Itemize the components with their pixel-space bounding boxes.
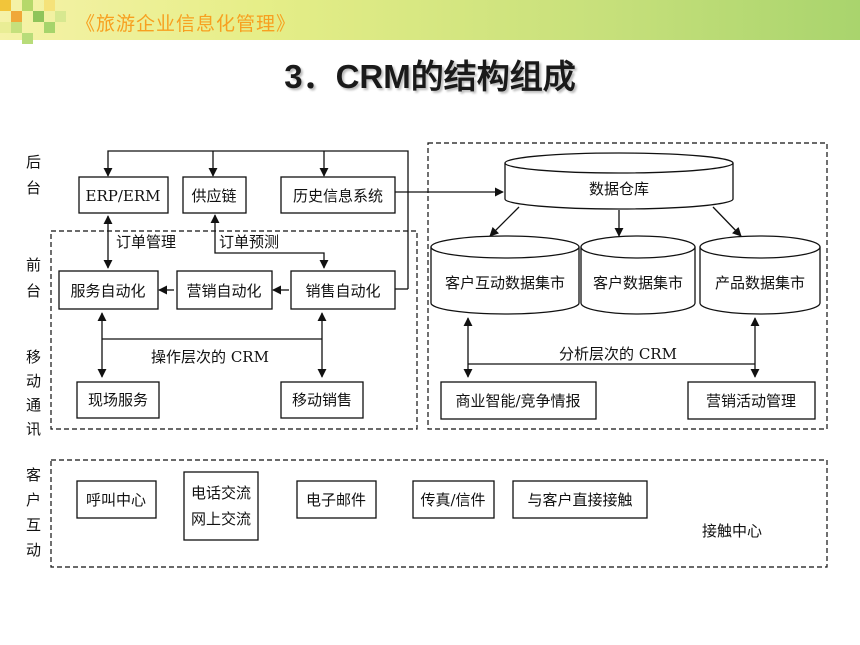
mobile-sales-label: 移动销售 [292, 391, 352, 409]
analytical-region [427, 142, 828, 430]
fax-label: 传真/信件 [420, 491, 485, 509]
decor-square [22, 33, 33, 44]
email-label: 电子邮件 [306, 491, 366, 509]
campaign-box [687, 381, 816, 420]
bi-label: 商业智能/竞争情报 [455, 392, 580, 410]
side-label-backend: 台 [26, 179, 41, 197]
decor-square [44, 22, 55, 33]
fax-box [412, 480, 495, 519]
order-mgmt-label: 订单管理 [116, 233, 176, 251]
contact-region [50, 459, 828, 568]
side-label-mobile: 讯 [26, 420, 41, 438]
campaign-label: 营销活动管理 [706, 392, 796, 410]
supply-chain-label: 供应链 [191, 187, 236, 205]
decor-square [33, 11, 44, 22]
decor-square [11, 22, 22, 33]
erp-box [78, 176, 169, 214]
course-title: 《旅游企业信息化管理》 [76, 13, 297, 35]
phone-label: 电话交流 [191, 484, 251, 502]
decor-square [11, 11, 22, 22]
service-automation-box [58, 270, 159, 310]
history-system-label: 历史信息系统 [293, 187, 383, 205]
supply-chain-box [182, 176, 247, 214]
operational-crm-label: 操作层次的 CRM [151, 348, 269, 366]
call-center-label: 呼叫中心 [86, 491, 146, 509]
side-label-mobile: 通 [26, 396, 41, 414]
mart-customer-cylinder [580, 235, 696, 315]
service-automation-label: 服务自动化 [70, 282, 145, 300]
field-service-label: 现场服务 [88, 391, 148, 409]
sales-automation-box [290, 270, 396, 310]
header-bar [0, 0, 860, 44]
backend-loop [103, 150, 504, 290]
marketing-automation-label: 营销自动化 [186, 282, 261, 300]
web-label: 网上交流 [191, 510, 251, 528]
data-warehouse-label: 数据仓库 [589, 180, 649, 198]
erp-label: ERP/ERM [86, 187, 161, 205]
bi-box [440, 381, 597, 420]
mobile-sales-box [280, 381, 364, 419]
side-label-mobile: 动 [26, 372, 41, 390]
side-label-customer: 客 [26, 466, 41, 484]
field-service-box [76, 381, 160, 419]
phone-web-box [183, 471, 259, 541]
call-center-box [76, 480, 157, 519]
decor-square [22, 0, 33, 11]
decor-square [44, 0, 55, 11]
side-label-customer: 动 [26, 541, 41, 559]
mart-product-label: 产品数据集市 [715, 274, 805, 292]
contact-center-label: 接触中心 [702, 522, 762, 540]
analytical-crm-label: 分析层次的 CRM [559, 345, 677, 363]
decor-square [55, 11, 66, 22]
order-forecast-label: 订单预测 [219, 233, 279, 251]
frontend-connectors [97, 214, 329, 378]
sales-automation-label: 销售自动化 [305, 282, 380, 300]
side-label-customer: 户 [26, 491, 41, 509]
side-label-customer: 互 [26, 516, 41, 534]
history-system-box [280, 176, 396, 214]
operational-region [50, 230, 418, 430]
analytical-connectors [463, 317, 760, 378]
side-label-mobile: 移 [26, 348, 41, 366]
slide-title: 3．CRM的结构组成 [284, 58, 576, 95]
warehouse-to-marts [489, 206, 742, 237]
decor-square [0, 0, 11, 11]
mart-interaction-label: 客户互动数据集市 [445, 274, 565, 292]
mart-interaction-cylinder [430, 235, 580, 315]
data-warehouse-cylinder [504, 152, 734, 210]
side-label-backend: 后 [26, 153, 41, 171]
mart-product-cylinder [699, 235, 821, 315]
direct-contact-box [512, 480, 648, 519]
direct-contact-label: 与客户直接接触 [527, 491, 632, 509]
side-label-frontend: 台 [26, 282, 41, 300]
side-label-frontend: 前 [26, 256, 41, 274]
email-box [296, 480, 377, 519]
mart-customer-label: 客户数据集市 [593, 274, 683, 292]
decor-square [0, 22, 11, 33]
marketing-automation-box [176, 270, 273, 310]
